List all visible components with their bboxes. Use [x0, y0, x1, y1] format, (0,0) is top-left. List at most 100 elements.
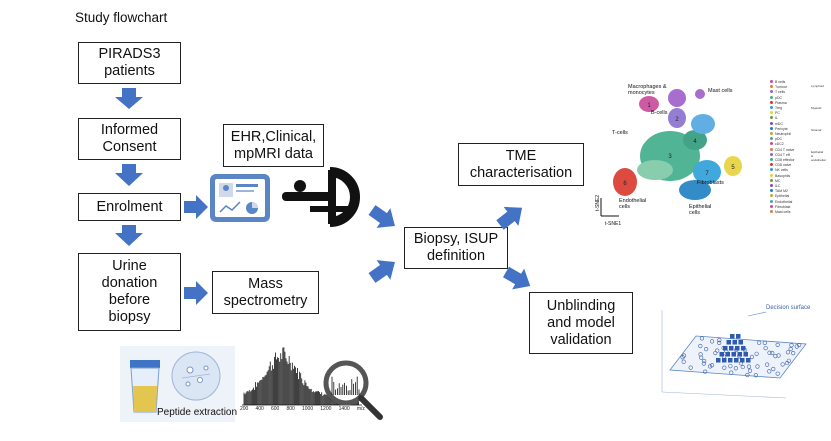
box-ehr-clinical-data: EHR,Clinical, mpMRI data [223, 124, 324, 167]
tsne-cluster-plot: 1 2 3 4 5 6 7 [600, 89, 742, 217]
legend-item: B cells [770, 80, 816, 85]
legend-item: pDC [770, 137, 816, 142]
cluster-bcells [668, 108, 686, 128]
legend-swatch [770, 168, 773, 172]
legend-item: CD8 effector [770, 158, 816, 163]
box-tme-characterisation: TME characterisation [458, 143, 584, 186]
data-point [699, 336, 705, 341]
surface-point [731, 352, 736, 357]
legend-item: Plasma [770, 100, 816, 106]
data-point [702, 358, 707, 364]
data-point [747, 368, 753, 373]
legend-label: Tumour [775, 85, 787, 90]
legend-item: IL [770, 116, 816, 121]
data-point [794, 344, 799, 349]
ms-axis-ticks: 200 400 600 800 1000 1200 1400 m/z [240, 406, 365, 412]
legend-swatch [770, 158, 773, 162]
cluster-number-6: 6 [623, 181, 627, 187]
cluster-number-3: 3 [668, 154, 672, 160]
data-point [704, 346, 709, 352]
surface-point [743, 352, 748, 357]
legend-item: Neutrophil [770, 132, 816, 137]
legend-label: Pericyte [775, 126, 788, 131]
legend-label: MC [775, 178, 781, 183]
legend-label: Basophils [775, 173, 791, 178]
legend-swatch [770, 189, 773, 193]
legend-label: mDC [775, 121, 783, 126]
decision-surface-label: Decision surface [766, 305, 811, 311]
data-point [722, 365, 727, 370]
tsne-label-mast: Mast cells [708, 88, 733, 94]
legend-label: CD8 effector [775, 158, 795, 163]
legend-label: T cells [775, 90, 786, 95]
surface-point [726, 340, 731, 345]
data-point [755, 364, 760, 369]
legend-item: Pericyte [770, 126, 816, 132]
surface-point [736, 334, 741, 339]
cluster-number-7: 7 [705, 171, 709, 177]
data-point [771, 366, 776, 372]
surface-point [746, 358, 751, 363]
surface-point [737, 352, 742, 357]
tsne-label-bcells: B-cells [651, 110, 668, 116]
surface-point [741, 346, 746, 351]
legend-label: pDC [775, 137, 783, 142]
data-point [715, 348, 720, 353]
data-point [788, 347, 793, 352]
surface-point [719, 352, 724, 357]
legend-swatch [770, 95, 773, 99]
surface-point [723, 346, 728, 351]
legend-swatch [770, 80, 773, 83]
legend-label: TAM M2 [775, 189, 788, 194]
data-point [745, 372, 750, 378]
legend-group-lymphoid: Lymphoid [811, 84, 824, 88]
data-point [749, 354, 755, 360]
legend-swatch [770, 199, 773, 203]
legend-swatch [770, 204, 773, 208]
arrow-enrolment-to-ehr [184, 195, 208, 219]
cluster-mast [695, 89, 705, 99]
legend-swatch [770, 116, 773, 120]
legend-label: NK cells [775, 168, 788, 173]
arrow-mass-to-biopsy [368, 260, 395, 283]
legend-swatch [770, 147, 773, 151]
legend-label: Endothelial [775, 199, 793, 204]
legend-swatch [770, 163, 773, 167]
tsne-label-fibroblasts: Fibroblasts [697, 180, 724, 186]
legend-item: Tumour [770, 85, 816, 90]
decision-surface-plot [661, 310, 807, 399]
legend-swatch [770, 111, 773, 115]
data-point [717, 338, 722, 343]
legend-group-myeloid: Myeloid [811, 106, 822, 110]
box-unblinding-validation: Unblinding and model validation [529, 292, 633, 354]
legend-item: Epithelial [770, 194, 816, 199]
legend-item: mDC [770, 121, 816, 127]
legend-groups: Lymphoid Myeloid Stromal Epithelial & en… [811, 84, 826, 162]
legend-label: Fibroblast [775, 204, 791, 209]
surface-point [734, 358, 739, 363]
tsne-label-macrophages: Macrophages & monocytes [628, 84, 667, 96]
legend-item: Endothelial [770, 199, 816, 205]
legend-swatch [770, 85, 773, 89]
legend-swatch [770, 90, 773, 94]
data-point [728, 364, 733, 369]
legend-swatch [770, 121, 773, 125]
cluster-number-5: 5 [731, 165, 735, 171]
legend-swatch [770, 152, 773, 156]
legend-label: cDC2 [775, 142, 784, 147]
tsne-label-endothelial: Endothelial cells [619, 198, 647, 210]
legend-swatch [770, 132, 773, 136]
surface-point [728, 358, 733, 363]
data-point [709, 339, 715, 344]
cluster-number-4: 4 [693, 139, 697, 145]
legend-item: CD4 T eff [770, 152, 816, 158]
arrow-biopsy-to-tme [496, 206, 523, 230]
legend-group-stromal: Stromal [811, 128, 822, 132]
legend-item: ILC [770, 184, 816, 189]
legend-label: pDC [775, 95, 783, 100]
legend-label: CD4 T eff [775, 152, 790, 157]
arrow-urine-to-mass [184, 281, 208, 305]
mass-spectrum-plot [242, 347, 383, 420]
surface-point [738, 340, 743, 345]
